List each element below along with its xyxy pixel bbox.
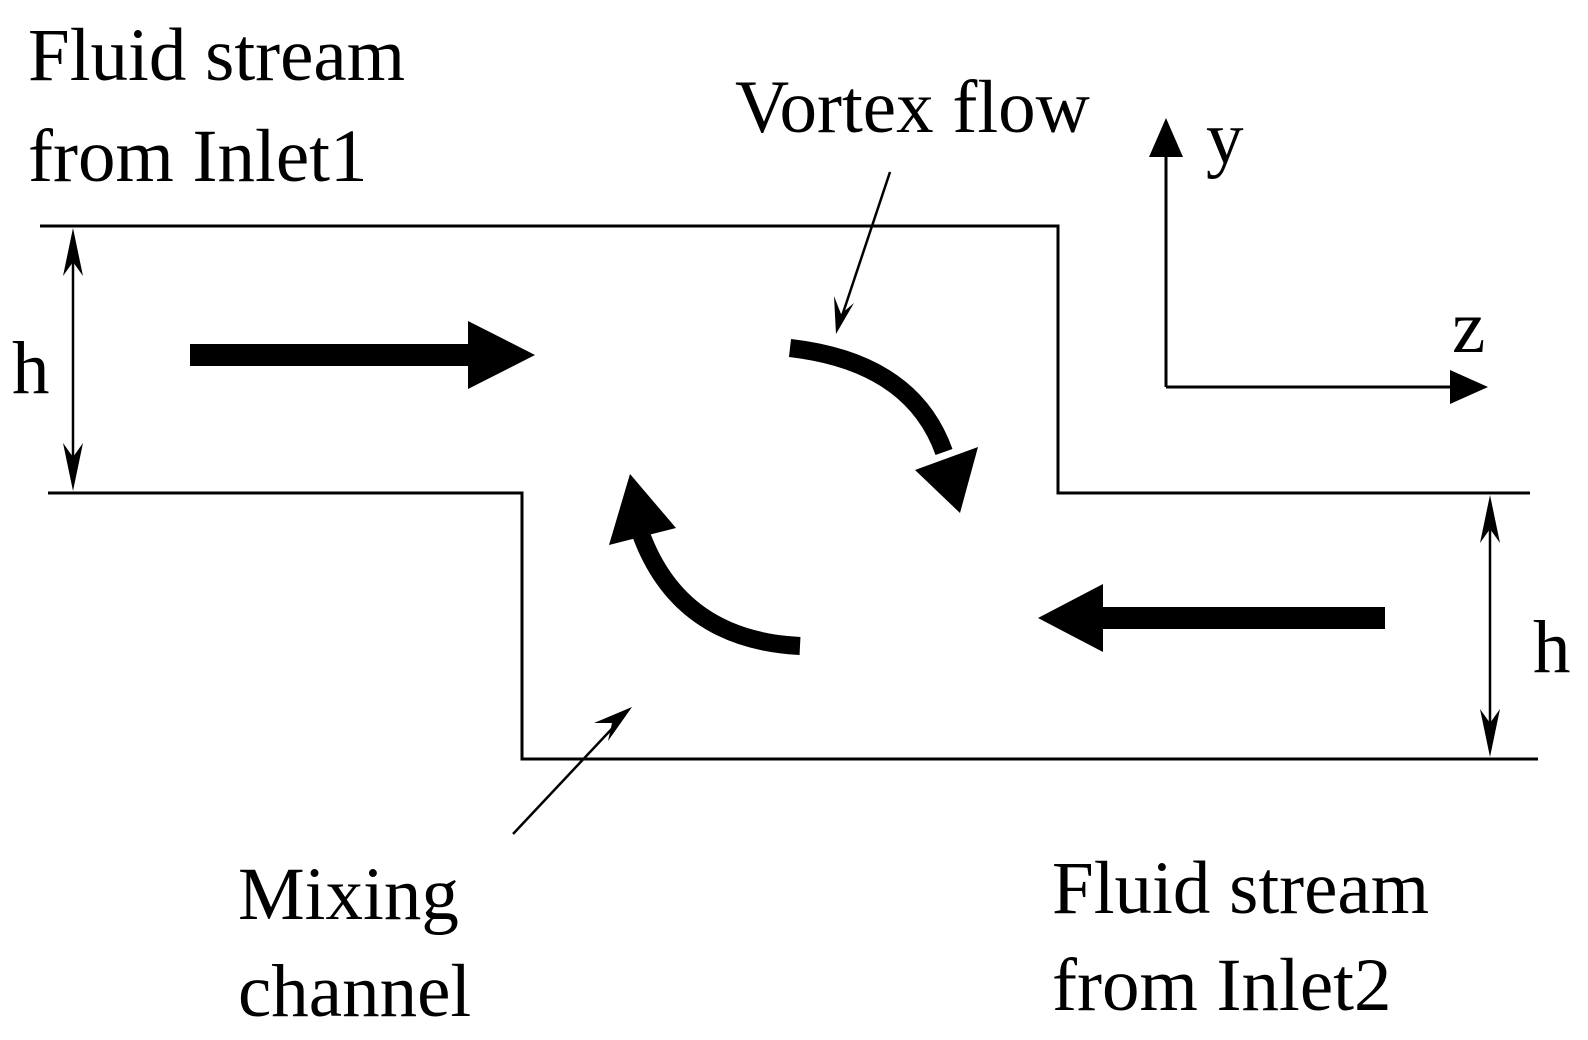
height-label-left: h [12,327,50,410]
text-labels: Fluid stream from Inlet1 Vortex flow Mix… [12,14,1571,1033]
inlet1-flow-arrow [190,321,535,389]
dimension-arrowhead-right-bottom [1480,709,1500,757]
inlet1-arrowhead [468,321,535,389]
upper-channel-wall [40,224,1530,495]
height-label-right: h [1533,606,1571,689]
dimension-arrowhead-left-top [63,228,83,276]
mixing-channel-label-line1: Mixing [238,853,459,936]
coordinate-axes [1149,118,1488,404]
inlet1-label-line2: from Inlet1 [28,115,367,198]
dimension-arrowhead-left-bottom [63,443,83,491]
y-axis-arrowhead [1149,118,1183,157]
axis-label-y: y [1206,97,1244,180]
channel-walls [40,224,1538,761]
inlet2-flow-arrow [1038,584,1385,652]
mixing-leader-line [512,717,623,835]
axis-label-z: z [1452,286,1485,369]
vortex-leader-line [838,171,892,323]
height-dimension-right [1480,495,1500,757]
inlet2-label-line1: Fluid stream [1052,847,1429,930]
vortex-arrow-lower-shaft [632,530,801,655]
vortex-flow-label: Vortex flow [735,66,1090,149]
vortex-leader-arrowhead [834,296,854,334]
z-axis-arrowhead [1450,370,1488,404]
height-dimension-left [63,228,83,491]
vortex-arrow-upper-shaft [788,339,953,456]
mixing-channel-label-line2: channel [238,950,471,1033]
leader-lines [512,171,892,835]
inlet2-arrowhead [1038,584,1103,652]
inlet1-label-line1: Fluid stream [28,14,405,97]
dimension-arrowhead-right-top [1480,495,1500,543]
mixing-leader-arrowhead [594,707,632,741]
vortex-arrow-lower-head [609,474,676,545]
lower-channel-wall [48,491,1538,761]
vortex-arrow-upper-head [915,447,978,513]
vortex-arrows [609,339,978,655]
inlet2-label-line2: from Inlet2 [1052,944,1391,1027]
